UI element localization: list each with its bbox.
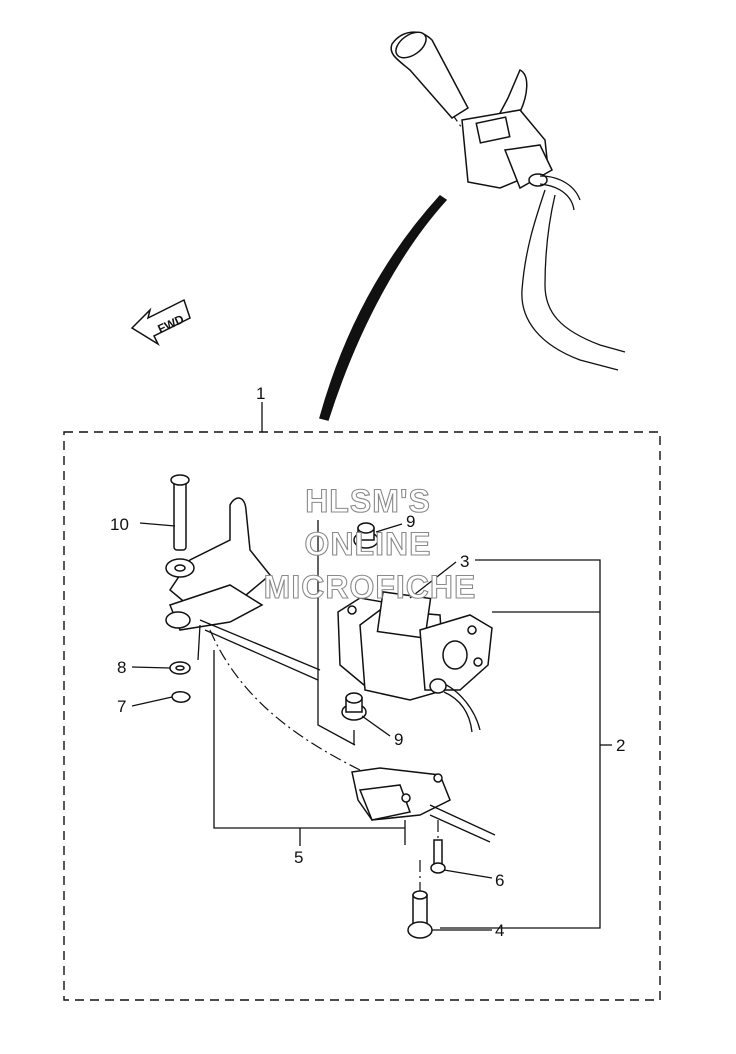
switch-body-illustration — [337, 591, 493, 733]
lever-bracket-illustration — [165, 474, 361, 771]
watermark-line-2: ONLINE — [305, 526, 432, 562]
callout-9-top: 9 — [406, 512, 415, 531]
screw-9-bottom — [341, 692, 367, 721]
watermark-line-1: HLSM'S — [305, 483, 431, 519]
callout-10: 10 — [110, 515, 129, 534]
screw-9-top — [353, 522, 379, 549]
callout-3: 3 — [460, 552, 469, 571]
screw-6 — [430, 820, 446, 874]
assembly-boundary — [63, 431, 661, 1001]
handlebar-illustration — [390, 31, 626, 371]
circlip-7 — [171, 691, 191, 703]
leader-lines — [131, 520, 612, 931]
sub-switch-illustration — [351, 767, 496, 845]
wire-harness — [319, 195, 448, 421]
bolt-4 — [407, 860, 433, 939]
callout-1: 1 — [256, 384, 265, 403]
callout-2: 2 — [616, 736, 625, 755]
callout-4: 4 — [495, 921, 504, 940]
callout-7: 7 — [117, 697, 126, 716]
callout-9-bottom: 9 — [394, 730, 403, 749]
callout-6: 6 — [495, 871, 504, 890]
callout-8: 8 — [117, 658, 126, 677]
watermark: HLSM'S ONLINE MICROFICHE — [263, 482, 477, 605]
fwd-arrow-icon: FWD — [130, 298, 191, 347]
watermark-line-3: MICROFICHE — [264, 569, 477, 605]
callout-5: 5 — [294, 848, 303, 867]
